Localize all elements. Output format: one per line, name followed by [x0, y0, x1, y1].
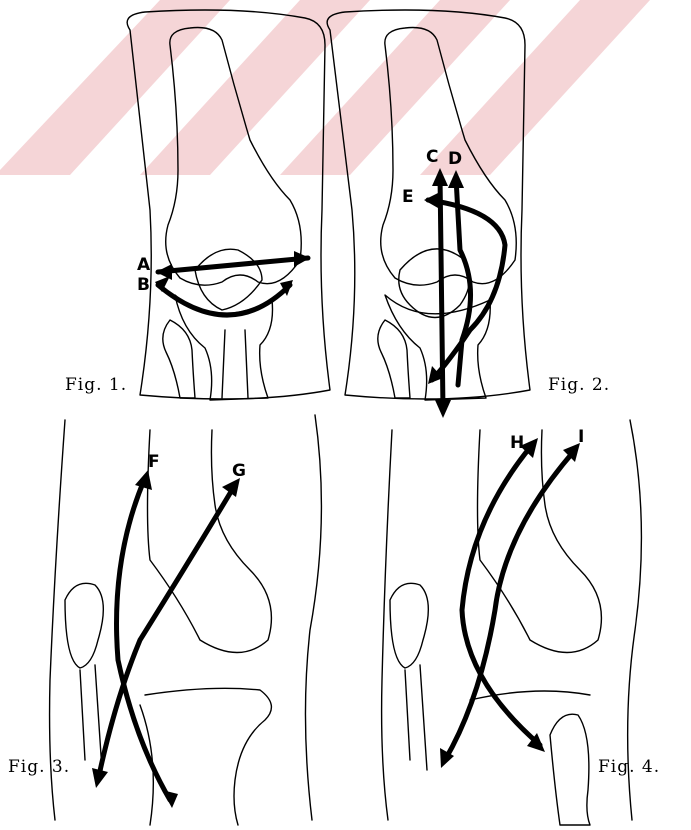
fig3-patella	[65, 583, 103, 668]
fig4-patella	[390, 583, 428, 668]
figure-4: H I Fig. 4.	[382, 420, 661, 825]
fig4-tibia	[470, 691, 590, 700]
fig1-patella	[195, 249, 262, 310]
fig4-label-h: H	[510, 433, 524, 453]
fig4-label-i: I	[578, 427, 584, 447]
fig2-label-e: E	[402, 187, 414, 207]
watermark	[0, 0, 650, 175]
fig2-fibula	[378, 320, 410, 398]
fig4-femur	[478, 430, 602, 653]
fig4-tendon	[405, 665, 427, 770]
fig3-femur	[148, 430, 272, 653]
fig2-caption: Fig. 2.	[548, 375, 610, 395]
fig2-label-c: C	[426, 147, 438, 167]
fig3-skin-back	[305, 415, 321, 820]
fig1-label-b: B	[137, 275, 150, 295]
fig2-tibia	[385, 295, 490, 400]
fig3-tibia	[145, 688, 271, 825]
fig3-caption: Fig. 3.	[8, 757, 70, 777]
fig1-arrow-b	[158, 285, 290, 315]
fig1-tibia-lines	[222, 330, 248, 398]
fig2-arrow-c	[440, 175, 443, 410]
fig3-tendon	[80, 665, 102, 770]
fig1-arrow-a	[158, 258, 308, 272]
fig4-fibula-head	[550, 714, 590, 825]
fig4-caption: Fig. 4.	[598, 757, 660, 777]
fig3-label-f: F	[148, 452, 160, 472]
fig2-label-d: D	[448, 149, 462, 169]
fig3-label-g: G	[232, 461, 246, 481]
fig1-caption: Fig. 1.	[65, 375, 127, 395]
fig1-label-a: A	[137, 255, 151, 275]
figure-3: F G Fig. 3.	[8, 415, 321, 825]
